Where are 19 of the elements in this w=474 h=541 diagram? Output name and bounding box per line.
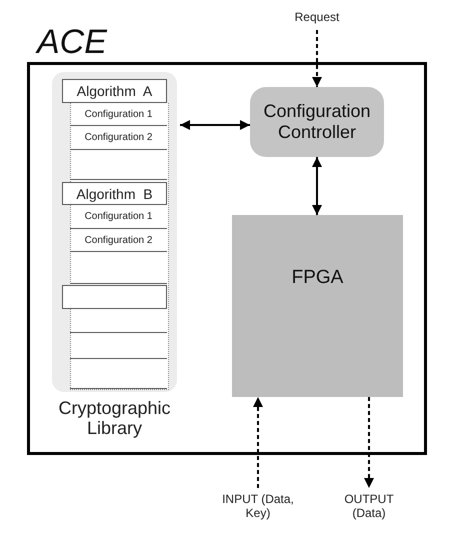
fpga-block: FPGA xyxy=(232,215,403,397)
configuration-slot: Configuration 2 xyxy=(70,126,167,150)
signal-label: Request xyxy=(287,10,347,26)
arrow xyxy=(364,397,374,488)
configuration-slot: Configuration 1 xyxy=(70,103,167,126)
algorithm-slot: Algorithm A xyxy=(62,79,167,103)
algorithm-slot: Algorithm B xyxy=(62,182,167,205)
double-arrow xyxy=(180,120,250,130)
algorithm-slot xyxy=(62,285,167,309)
arrow xyxy=(312,30,322,87)
arrow xyxy=(253,397,263,488)
library-label: Cryptographic Library xyxy=(57,398,172,438)
signal-label: INPUT (Data, Key) xyxy=(222,492,294,524)
system-title: ACE xyxy=(34,22,108,62)
configuration-slot: Configuration 2 xyxy=(70,229,167,252)
controller-box: Configuration Controller xyxy=(250,87,384,157)
signal-label: OUTPUT (Data) xyxy=(334,492,404,524)
double-arrow xyxy=(312,157,322,215)
configuration-slot: Configuration 1 xyxy=(70,205,167,229)
